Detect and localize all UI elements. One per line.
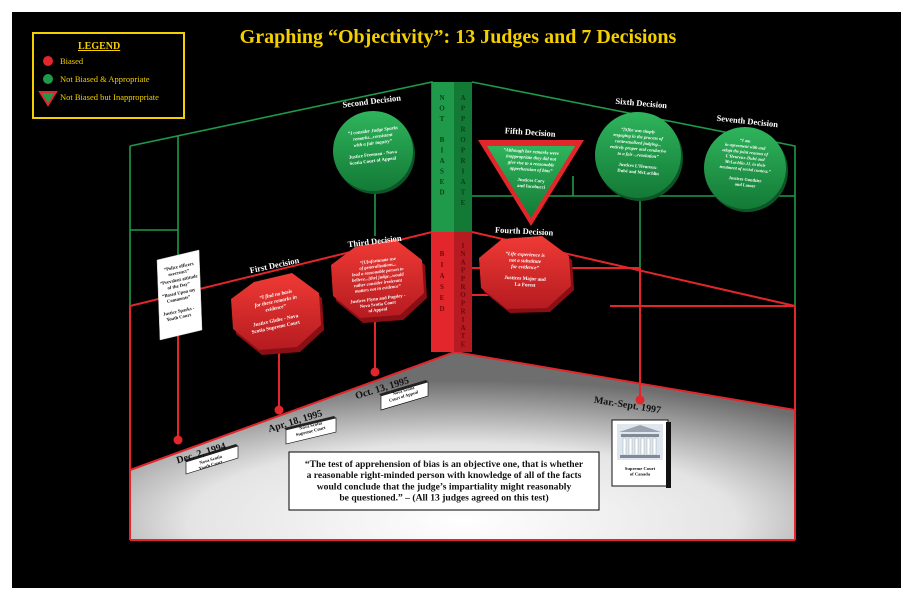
decision-4-line: La Forest <box>514 282 536 289</box>
decision-7-line: treatment of social context.” <box>719 164 771 174</box>
decision-1-line: evidence” <box>265 303 287 313</box>
decision-6-line: Dubé and McLachlin <box>617 168 659 177</box>
decision-6-line: “[S]he was simply <box>621 127 656 135</box>
decision-5-line: inappropriate they did not <box>506 154 557 163</box>
first-decision-octagon <box>231 273 324 355</box>
marker-dot-1 <box>173 435 183 445</box>
decision-4-line: “Life experience is <box>505 251 545 259</box>
note-line: overreact” <box>168 269 190 278</box>
decision-7-line: in agreement with and <box>725 142 767 151</box>
decision-4-line: Justices Major and <box>504 275 546 283</box>
legend-heading: LEGEND <box>78 41 120 52</box>
sixth-decision-circle <box>595 112 683 201</box>
decision-4-line: not a substitute <box>509 257 542 265</box>
fourth-decision-octagon <box>479 236 574 313</box>
quote-line: “The test of apprehension of bias is an … <box>305 459 584 470</box>
decision-7-line: McLachlin JJ. in their <box>724 159 767 168</box>
court-label-1: Nova Scotia <box>199 454 223 466</box>
decision-3-line: lead a reasonable person to <box>352 266 405 277</box>
legend-appropriate-swatch <box>43 74 53 84</box>
decision-7-line: L’Heureux-Dubé and <box>724 153 765 162</box>
legend-label-appropriate: Not Biased & Appropriate <box>60 74 150 84</box>
decision-7-line: “I am <box>740 137 752 143</box>
decision-6-line: Justices L’Heureux- <box>618 162 658 170</box>
quote-line: be questioned.” – (All 13 judges agreed … <box>339 493 548 504</box>
court-placard-1 <box>184 444 239 475</box>
decision-3-line: of Appeal <box>368 306 388 313</box>
legend-inappropriate-swatch <box>38 91 58 107</box>
decision-3-line: Nova Scotia Court <box>360 299 397 308</box>
decision-3-line: matters not in evidence” <box>355 283 402 294</box>
decision-title-6: Sixth Decision <box>615 96 668 110</box>
third-decision-octagon <box>331 239 427 323</box>
note-line: of the Day” <box>167 282 191 292</box>
court-label-4: Supreme Court <box>625 466 656 471</box>
decision-7-line: adopt the joint reasons of <box>722 147 769 157</box>
court-placard-4 <box>611 419 671 488</box>
decision-2-line: with a fair inquiry” <box>354 139 393 149</box>
decision-3-line: rather consider irrelevant <box>353 277 402 288</box>
decision-7-line: Justices Gonthier <box>729 175 762 183</box>
court-placard-3 <box>379 380 429 411</box>
decision-title-4: Fourth Decision <box>495 224 554 237</box>
decision-2-line: remarks...consistent <box>353 133 394 143</box>
decision-3-line: “[U]nfortunate use <box>359 256 396 265</box>
legend: LEGEND Biased Not Biased & Appropriate N… <box>32 32 185 119</box>
decision-5-line: Justices Cory <box>517 178 545 185</box>
center-axis-bar <box>432 82 472 352</box>
decision-6-line: to a fair ...resolution” <box>617 151 659 160</box>
marker-dot-4 <box>635 395 645 405</box>
decision-3-line: believe...[the] judge...would <box>352 272 405 283</box>
decision-5-line: and Iacobucci <box>517 184 546 191</box>
decision-7-line: and Lamer <box>735 181 756 188</box>
decision-6-line: entirely proper and conducive <box>610 144 667 154</box>
legend-label-biased: Biased <box>60 56 84 66</box>
legend-biased-swatch <box>43 56 53 66</box>
note-line: Comments” <box>167 295 192 305</box>
marker-dot-2 <box>274 405 284 415</box>
court-label-3: Nova Scotia <box>392 385 416 397</box>
court-label-2: Nova Scotia <box>299 420 324 431</box>
decision-2-line: Scotia Court of Appeal <box>349 156 397 167</box>
decision-6-line: engaging in the process of <box>613 132 663 141</box>
decision-3-line: Justices Flynn and Pugsley - <box>350 293 406 305</box>
quote-box: “The test of apprehension of bias is an … <box>288 451 600 511</box>
note-line: Justice Sparks - <box>163 306 196 318</box>
fifth-decision-triangle <box>478 140 584 226</box>
page-title: Graphing “Objectivity”: 13 Judges and 7 … <box>240 26 677 48</box>
quote-line: would conclude that the judge’s impartia… <box>317 481 572 492</box>
decision-5-line: give rise to a reasonable <box>507 160 555 168</box>
decision-5-line: apprehension of bias” <box>510 167 554 175</box>
court-label-4: of Canada <box>630 472 651 477</box>
court-placard-2 <box>284 416 337 445</box>
quote-line: a reasonable right-minded person with kn… <box>307 470 582 481</box>
decision-5-line: “Although her remarks were <box>503 147 559 157</box>
decision-2-line: Justice Freeman - Nova <box>349 150 398 161</box>
marker-dot-3 <box>370 367 380 377</box>
seventh-decision-circle <box>704 127 788 212</box>
note-line: Youth Court <box>166 313 192 323</box>
second-decision-circle <box>333 111 415 194</box>
decision-title-5: Fifth Decision <box>505 125 557 139</box>
decision-3-line: of generalizations... <box>359 261 397 271</box>
decision-6-line: contextualized judging... <box>615 138 662 147</box>
legend-label-inappropriate: Not Biased but Inappropriate <box>60 92 159 102</box>
decision-4-line: for evidence” <box>511 264 540 271</box>
